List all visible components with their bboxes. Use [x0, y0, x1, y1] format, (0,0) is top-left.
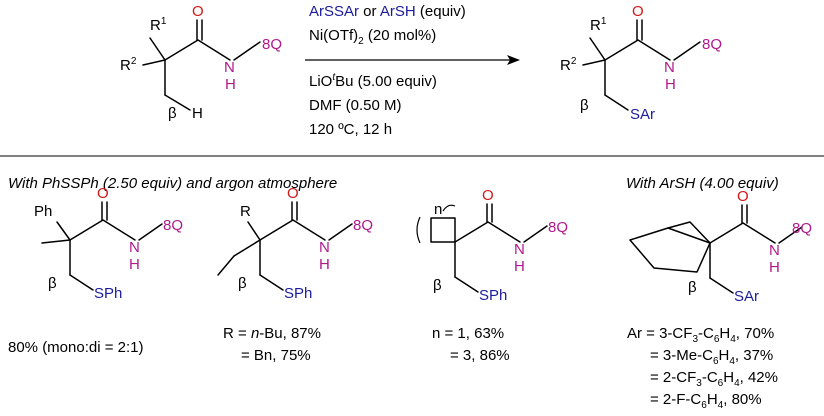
nh-hydrogen: H	[514, 258, 525, 275]
beta-label: β	[580, 97, 589, 114]
beta-label: β	[238, 275, 247, 292]
r1-label: R1	[590, 16, 607, 34]
product-4-yield-1: Ar = 3-CF3-C6H4, 70%	[627, 325, 774, 345]
sar-group: SAr	[630, 106, 655, 123]
starting-material: O N H 8Q R1 R2 β H	[120, 3, 282, 122]
nitrogen-atom: N	[129, 239, 140, 256]
product-3-yield-1: n = 1, 63%	[432, 325, 504, 342]
cyclobutane-ring	[430, 217, 456, 243]
nitrogen-atom: N	[769, 242, 780, 259]
heading-arsh: With ArSH (4.00 equiv)	[626, 175, 779, 192]
oxygen-atom: O	[192, 3, 204, 20]
nh-hydrogen: H	[665, 76, 676, 93]
solvent-line: DMF (0.50 M)	[309, 97, 402, 114]
product-4-yield-2: = 3-Me-C6H4, 37%	[650, 347, 773, 367]
oxygen-atom: O	[737, 188, 749, 205]
product-3: n O N H 8Q β SPh n = 1, 63% = 3, 86%	[416, 187, 568, 364]
product-2-yield-1: R = n-Bu, 87%	[223, 325, 321, 342]
quinoline-group: 8Q	[353, 217, 373, 234]
heading-phssph: With PhSSPh (2.50 equiv) and argon atmos…	[8, 175, 337, 192]
ring-size-n: n	[434, 201, 442, 218]
r2-label: R2	[120, 56, 137, 74]
ring-bracket-top	[442, 204, 456, 212]
beta-label: β	[48, 275, 57, 292]
nitrogen-atom: N	[514, 241, 525, 258]
oxygen-atom: O	[632, 3, 644, 20]
product-4-yield-3: = 2-CF3-C6H4, 42%	[650, 369, 778, 389]
nh-hydrogen: H	[225, 76, 236, 93]
product: O N H 8Q R1 R2 β SAr	[560, 3, 722, 123]
quinoline-group: 8Q	[702, 36, 722, 53]
beta-label: β	[688, 279, 697, 296]
cyclohexane-ring-front	[629, 227, 711, 273]
nitrogen-atom: N	[319, 239, 330, 256]
nh-hydrogen: H	[769, 259, 780, 276]
oxygen-atom: O	[482, 187, 494, 204]
quinoline-group: 8Q	[163, 217, 183, 234]
product-2-yield-2: = Bn, 75%	[241, 347, 311, 364]
r-label: R	[240, 203, 251, 220]
sph-group: SPh	[94, 285, 122, 302]
product-4: O N H 8Q β SAr Ar = 3-CF3-C6H4, 70% = 3-…	[627, 188, 812, 411]
nh-hydrogen: H	[129, 256, 140, 273]
oxygen-atom: O	[287, 185, 299, 202]
nitrogen-atom: N	[224, 59, 235, 76]
product-3-yield-2: = 3, 86%	[450, 347, 510, 364]
quinoline-group: 8Q	[548, 219, 568, 236]
oxygen-atom: O	[97, 185, 109, 202]
r1-label: R1	[150, 16, 167, 34]
phenyl-group: Ph	[34, 203, 52, 220]
reagent-line: ArSSAr or ArSH (equiv)	[309, 3, 466, 20]
nitrogen-atom: N	[664, 59, 675, 76]
quinoline-group: 8Q	[262, 36, 282, 53]
temperature-line: 120 ºC, 12 h	[309, 121, 392, 138]
product-2: R O N H 8Q β SPh R = n-Bu, 87% = Bn, 75%	[217, 185, 373, 364]
reaction-conditions: ArSSAr or ArSH (equiv) Ni(OTf)2 (20 mol%…	[305, 3, 520, 138]
quinoline-group: 8Q	[792, 220, 812, 237]
product-1: Ph O N H 8Q β SPh 80% (mono:di = 2:1)	[8, 185, 183, 356]
base-line: LiOtBu (5.00 equiv)	[309, 72, 437, 90]
nh-hydrogen: H	[319, 256, 330, 273]
ring-bracket-left	[416, 216, 421, 244]
product-1-yield: 80% (mono:di = 2:1)	[8, 339, 144, 356]
catalyst-line: Ni(OTf)2 (20 mol%)	[309, 27, 436, 47]
product-4-yield-4: = 2-F-C6H4, 80%	[650, 391, 762, 411]
cyclohexane-ring-back	[667, 221, 711, 244]
beta-hydrogen: H	[192, 105, 203, 122]
sph-group: SPh	[284, 285, 312, 302]
beta-label: β	[168, 105, 177, 122]
beta-label: β	[433, 277, 442, 294]
r2-label: R2	[560, 56, 577, 74]
arrow-head-icon	[507, 55, 520, 65]
sar-group: SAr	[734, 288, 759, 305]
sph-group: SPh	[479, 287, 507, 304]
